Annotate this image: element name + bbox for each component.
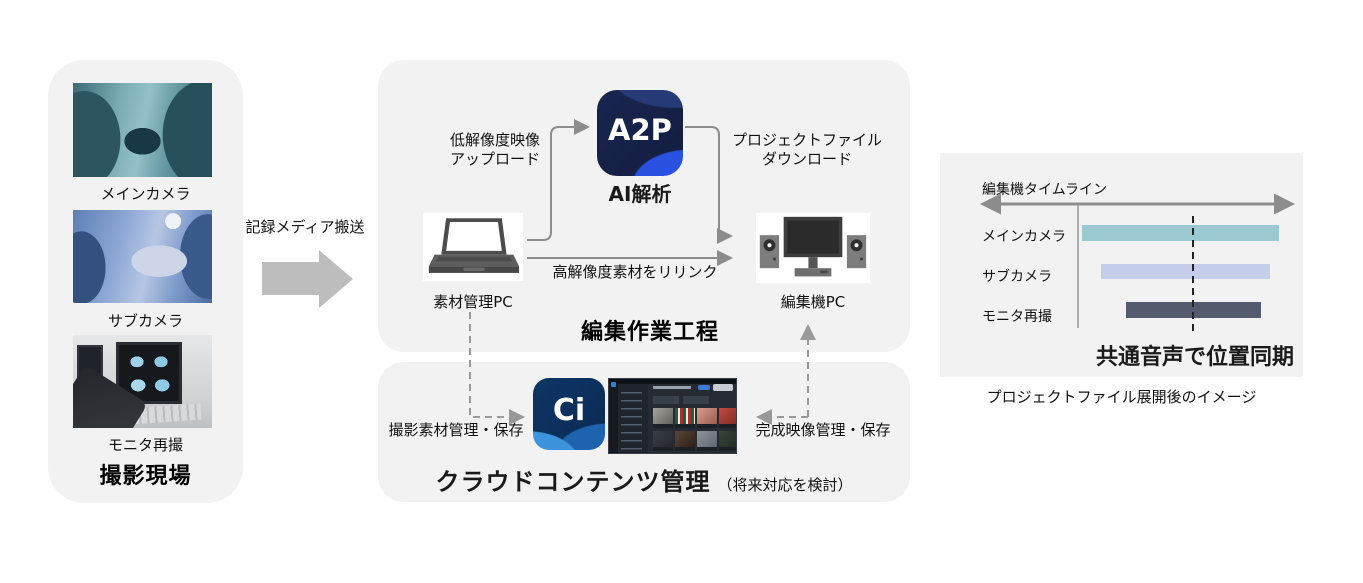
cloud-panel-title-note: （将来対応を検討）	[717, 476, 853, 494]
screenshot-thumbnail	[653, 408, 673, 424]
timeline-bar	[1126, 302, 1261, 318]
audio-sync-label: 共通音声で位置同期	[1095, 345, 1294, 370]
main-camera-photo	[73, 83, 212, 177]
screenshot-thumbnail	[697, 408, 717, 424]
laptop-glyph	[428, 218, 520, 273]
screenshot-thumbnail-caption	[719, 447, 736, 451]
a2p-app-icon: A2P	[597, 90, 683, 176]
screenshot-thumbnail-caption	[653, 447, 673, 451]
screenshot-thumbnail-caption	[653, 424, 673, 428]
screenshot-thumbnail	[697, 431, 717, 447]
filming-site-title: 撮影現場	[99, 464, 192, 489]
screenshot-thumbnail-caption	[675, 424, 695, 428]
ci-app-icon: Ci	[533, 378, 605, 450]
screenshot-thumbnail	[675, 408, 695, 424]
monitor-reshoot-photo	[73, 335, 212, 428]
timeline-title: 編集機タイムライン	[982, 182, 1108, 198]
save-source-label: 撮影素材管理・保存	[388, 421, 524, 439]
desktop-pc-glyph	[759, 216, 867, 277]
screenshot-light-button	[713, 384, 733, 391]
screenshot-folder-chip	[653, 396, 679, 404]
timeline-row-label: メインカメラ	[982, 229, 1066, 245]
screenshot-thumbnail	[719, 408, 736, 424]
relink-label: 高解像度素材をリリンク	[552, 263, 718, 281]
screenshot-thumbnail	[675, 431, 695, 447]
source-pc-label: 素材管理PC	[433, 293, 513, 311]
screenshot-thumbnail	[719, 431, 736, 447]
timeline-bar	[1101, 264, 1270, 279]
laptop-icon	[423, 213, 523, 281]
screenshot-sidebar	[618, 384, 648, 453]
ci-app-screenshot	[608, 378, 737, 454]
screenshot-folder-chip	[683, 396, 709, 404]
screenshot-blue-button	[698, 385, 710, 390]
media-transfer-arrowhead-icon	[319, 250, 353, 308]
monitor-reshoot-label: モニタ再撮	[107, 436, 183, 454]
ci-icon-text: Ci	[552, 392, 586, 428]
editing-pc-label: 編集機PC	[780, 293, 846, 311]
sub-camera-label: サブカメラ	[107, 312, 183, 330]
timeline-row-label: モニタ再撮	[982, 309, 1052, 325]
sub-camera-photo	[73, 210, 212, 303]
cloud-title-row: クラウドコンテンツ管理 （将来対応を検討）	[378, 462, 910, 497]
timeline-bar	[1082, 225, 1279, 241]
timeline-caption: プロジェクトファイル展開後のイメージ	[986, 388, 1257, 406]
ai-analysis-label: AI解析	[608, 182, 672, 206]
screenshot-thumbnail-caption	[697, 447, 717, 451]
main-camera-label: メインカメラ	[100, 185, 191, 203]
screenshot-thumbnail-caption	[675, 447, 695, 451]
save-final-label: 完成映像管理・保存	[755, 421, 891, 439]
screenshot-thumbnail-caption	[697, 424, 717, 428]
screenshot-toolbar-title	[653, 386, 691, 389]
a2p-icon-text: A2P	[608, 113, 672, 147]
screenshot-app-dot	[611, 382, 616, 387]
editing-process-title: 編集作業工程	[580, 320, 719, 345]
timeline-row-label: サブカメラ	[982, 269, 1052, 285]
screenshot-icon-rail	[609, 384, 618, 453]
media-transfer-label: 記録メディア搬送	[245, 218, 365, 236]
editing-pc-icon	[756, 213, 870, 283]
screenshot-titlebar	[609, 379, 736, 384]
project-file-download-label: プロジェクトファイル ダウンロード	[731, 131, 882, 168]
low-res-upload-label: 低解像度映像 アップロード	[449, 131, 540, 168]
screenshot-thumbnail-caption	[719, 424, 736, 428]
cloud-panel-title: クラウドコンテンツ管理	[435, 468, 711, 496]
screenshot-thumbnail	[653, 431, 673, 447]
media-transfer-arrow-icon	[262, 262, 320, 295]
